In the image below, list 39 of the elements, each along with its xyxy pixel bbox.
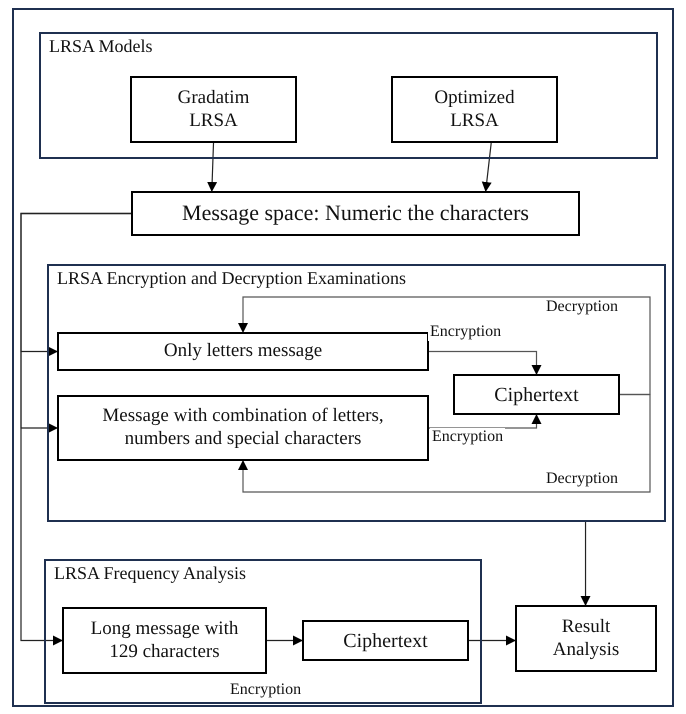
box-label: Ciphertext	[493, 382, 580, 406]
arrow	[267, 636, 303, 646]
box-label: Long message with 129 characters	[90, 618, 240, 664]
arrow	[207, 142, 218, 192]
process-box	[57, 395, 429, 461]
process-box	[130, 76, 297, 143]
box-label: Message space: Numeric the characters	[181, 200, 530, 227]
arrow	[238, 296, 651, 396]
group-panel	[47, 264, 666, 522]
group-title: LRSA Models	[49, 36, 153, 57]
edge-label: Encryption	[428, 323, 504, 341]
process-box	[62, 607, 267, 674]
box-label: Only letters message	[162, 340, 324, 363]
arrow	[429, 350, 542, 375]
arrow	[469, 636, 516, 646]
edge-label: Encryption	[430, 428, 506, 446]
edge-label: Decryption	[544, 470, 620, 488]
arrow	[238, 394, 651, 493]
arrow	[482, 142, 492, 192]
edge-label: Decryption	[544, 298, 620, 316]
group-panel	[44, 559, 482, 704]
arrow	[429, 414, 542, 429]
group-title: LRSA Encryption and Decryption Examinations	[57, 268, 406, 289]
process-box	[391, 76, 558, 143]
process-box	[453, 374, 620, 415]
process-box	[131, 191, 580, 236]
process-box	[57, 332, 429, 371]
group-panel	[39, 32, 658, 159]
process-box	[515, 605, 657, 672]
annotation-label: Encryption	[228, 681, 304, 699]
process-box	[302, 620, 469, 661]
box-label: Gradatim LRSA	[176, 86, 250, 132]
arrow	[580, 522, 591, 606]
box-label: Ciphertext	[342, 628, 429, 652]
box-label: Optimized LRSA	[433, 86, 516, 132]
arrow	[20, 212, 131, 646]
box-label: Message with combination of letters, numbers and special characters	[101, 405, 385, 451]
box-label: Result Analysis	[552, 616, 620, 662]
group-title: LRSA Frequency Analysis	[54, 563, 246, 584]
